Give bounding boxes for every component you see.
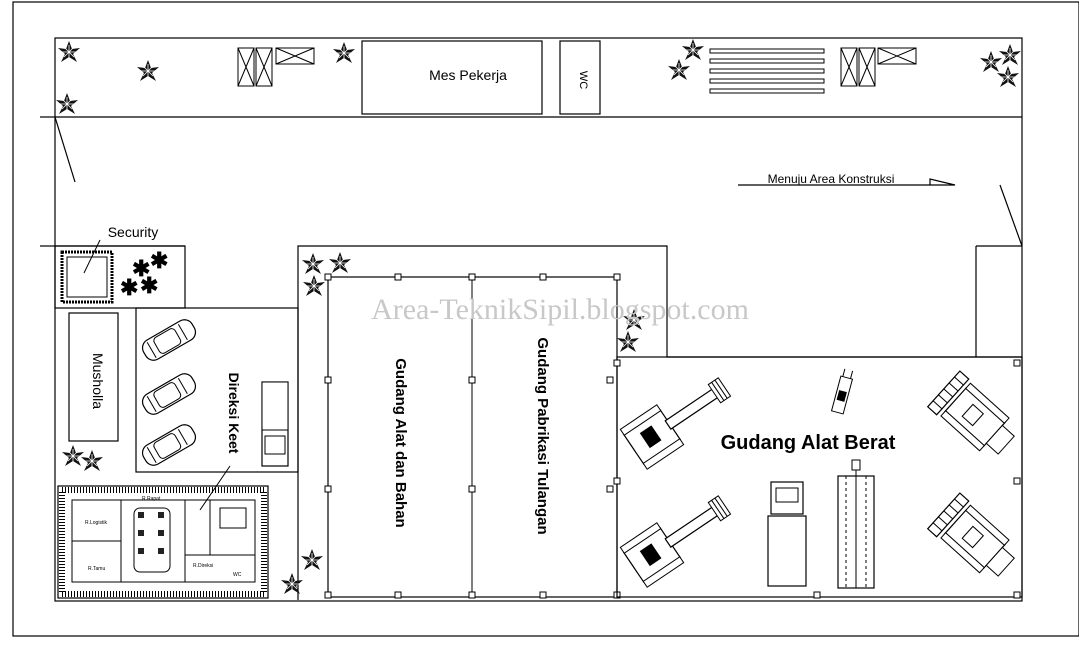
bulldozer-icon bbox=[927, 492, 1023, 586]
tree-icon bbox=[80, 449, 104, 472]
car-icon bbox=[138, 315, 200, 365]
rm-direksi-label: R.Direksi bbox=[193, 563, 213, 569]
rebar-stack bbox=[709, 48, 825, 94]
svg-text:✱: ✱ bbox=[120, 275, 138, 300]
tree-icon bbox=[300, 548, 324, 571]
crane-icon bbox=[837, 459, 875, 589]
tree-icon bbox=[61, 444, 85, 467]
material-stack-left bbox=[237, 47, 315, 87]
rm-logistik-label: R.Logistik bbox=[85, 520, 107, 526]
tree-icon bbox=[302, 274, 326, 297]
gudang-alat-bahan-label: Gudang Alat dan Bahan bbox=[392, 358, 409, 527]
tree-icon bbox=[667, 58, 691, 81]
svg-text:✱: ✱ bbox=[132, 256, 150, 281]
mes-pekerja-label: Mes Pekerja bbox=[429, 67, 507, 83]
drawing-border bbox=[12, 1, 1079, 637]
shrub-icons: ✱ ✱ ✱ ✱ bbox=[120, 248, 168, 300]
tree-icon bbox=[998, 43, 1022, 66]
musholla-label: Musholla bbox=[90, 353, 106, 409]
tree-icon bbox=[681, 38, 705, 61]
excavator-icon bbox=[619, 367, 739, 470]
rm-tamu-label: R.Tamu bbox=[88, 566, 105, 572]
watermark-text: Area-TeknikSipil.blogspot.com bbox=[371, 293, 749, 326]
truck-icon bbox=[767, 481, 807, 587]
tree-icon bbox=[616, 330, 640, 353]
security-label: Security bbox=[108, 224, 159, 240]
tree-icon bbox=[55, 92, 79, 115]
tree-icon bbox=[136, 59, 160, 82]
material-stack-right bbox=[840, 47, 917, 87]
menuju-label: Menuju Area Konstruksi bbox=[768, 172, 895, 186]
wc-top-building: WC bbox=[559, 40, 601, 115]
car-icon bbox=[138, 420, 200, 470]
tree-icon bbox=[332, 41, 356, 64]
heavy-equipment-warehouse: Gudang Alat Berat bbox=[613, 356, 1023, 599]
svg-text:✱: ✱ bbox=[150, 248, 168, 273]
bulldozer-icon bbox=[927, 370, 1023, 464]
wc-top-label: WC bbox=[577, 71, 589, 89]
security-area: Security ✱ ✱ ✱ ✱ bbox=[54, 224, 186, 309]
rm-rapat-label: R.Rapat bbox=[142, 496, 161, 502]
tree-icon bbox=[996, 65, 1020, 88]
roller-icon bbox=[830, 368, 854, 415]
column-markers bbox=[324, 273, 621, 599]
tree-icon bbox=[328, 251, 352, 274]
tree-icon bbox=[57, 40, 81, 63]
parking-area: Direksi Keet bbox=[135, 307, 299, 473]
rm-wc-label: WC bbox=[233, 572, 242, 578]
musholla-building: Musholla bbox=[68, 312, 119, 442]
mes-pekerja-building: Mes Pekerja bbox=[361, 40, 543, 115]
tree-icon bbox=[301, 252, 325, 275]
excavator-icon bbox=[619, 485, 739, 588]
direksi-keet-building: R.Logistik R.Rapat R.Direksi WC R.Tamu bbox=[57, 465, 269, 599]
direksi-keet-label: Direksi Keet bbox=[226, 373, 242, 454]
tree-icon bbox=[280, 572, 304, 595]
tree-icon bbox=[979, 50, 1003, 73]
direction-arrow: Menuju Area Konstruksi bbox=[738, 172, 956, 186]
car-icon bbox=[138, 369, 200, 419]
gudang-alat-berat-label: Gudang Alat Berat bbox=[721, 432, 896, 454]
gudang-pabrikasi-label: Gudang Pabrikasi Tulangan bbox=[534, 337, 551, 534]
svg-text:✱: ✱ bbox=[140, 273, 158, 298]
truck-icon bbox=[261, 381, 289, 467]
